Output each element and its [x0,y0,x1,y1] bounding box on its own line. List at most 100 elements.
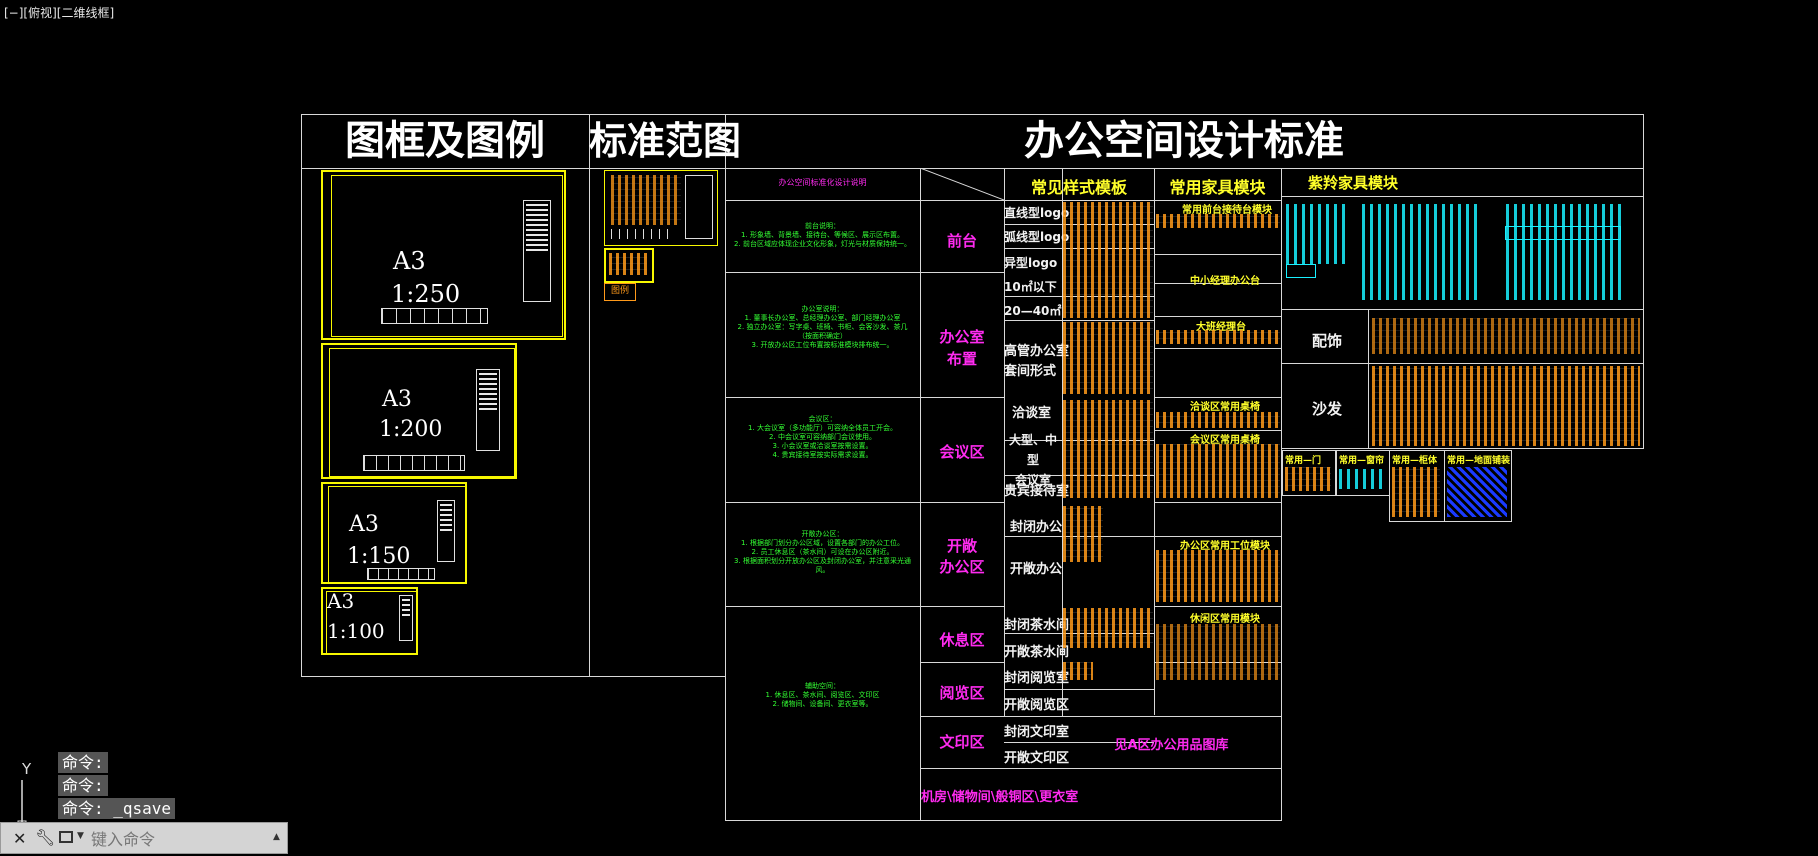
cat-rest[interactable]: 休息区 [939,631,985,649]
table-bottom [725,820,1281,821]
sub-m1[interactable]: 洽谈室 [1012,406,1052,421]
bottom-block-door[interactable]: 常用—门 [1282,450,1336,496]
sub-o1[interactable]: 10㎡以下 [1004,280,1057,294]
cat-open[interactable]: 开敞 办公区 [939,537,985,576]
wrench-icon[interactable]: 🔧︎ [35,828,56,847]
sub-p1[interactable]: 封闭办公 [1010,520,1063,535]
rec-blocks-b[interactable] [1362,204,1482,300]
rec-blocks-c[interactable] [1506,204,1622,300]
col-divider-1 [589,114,590,677]
rec-sofa-blocks[interactable] [1372,366,1640,446]
col-cat-end [1004,168,1005,717]
furn-meeting-label: 会议区常用桌椅 [1190,435,1260,446]
notes-title: 办公空间标准化设计说明 [778,178,867,187]
tpl-office-exec[interactable] [1063,322,1153,394]
sub-d1[interactable]: 封闭阅览室 [1004,671,1070,686]
sub-r1[interactable]: 直线型logo [1004,206,1070,220]
sheet-a3-200[interactable]: A3 1:200 [321,343,517,479]
sheet-scale: 1:200 [379,417,443,442]
cat-office[interactable]: 办公室 布置 [939,328,985,368]
tpl-reading[interactable] [1063,662,1093,680]
tpl-open[interactable] [1063,506,1103,562]
col-header-furniture: 常用家具模块 [1169,178,1266,197]
sub-s2[interactable]: 开敞茶水间 [1004,645,1070,660]
tpl-meeting[interactable] [1063,400,1153,498]
command-bar: ✕ 🔧︎ ▼ ▲ [0,822,288,854]
sub-m2[interactable]: 大型、中型 会议室 [1008,433,1057,487]
col-divider-2 [725,114,726,821]
sheet-scale: 1:250 [391,280,461,308]
sheet-a3-100[interactable]: A3 1:100 [321,587,418,655]
ucs-y-label: Y [22,760,32,778]
notes-other: 辅助空间： 1. 休息区、茶水间、阅览区、文印区 2. 储物间、设备间、更衣室等… [765,682,880,708]
col-header-recommended: 紫羚家具模块 [1308,174,1399,192]
legend-title: 图框及图例 [345,118,545,164]
cat-misc[interactable]: 机房\储物间\般铜区\更衣室 [921,790,1079,805]
frame-left [301,114,302,677]
cat-reception[interactable]: 前台 [946,232,977,250]
bottom-block-cabinet[interactable]: 常用—柜体 [1389,450,1445,522]
sub-r3[interactable]: 异型logo [1004,256,1058,270]
col-tpl-end [1154,168,1155,715]
furn-office-blocks[interactable] [1156,330,1280,344]
rec-blocks-a[interactable] [1286,204,1350,264]
standard-title: 办公空间设计标准 [1024,118,1344,164]
furn-station-label: 办公区常用工位模块 [1180,541,1270,552]
sub-s1[interactable]: 封闭茶水间 [1004,618,1070,633]
bottom-block-floor[interactable]: 常用—地面铺装 [1444,450,1512,522]
furn-reception-blocks[interactable] [1156,214,1280,228]
notes-office: 办公室说明： 1. 董事长办公室、总经理办公室、部门经理办公室 2. 独立办公室… [737,305,908,349]
furn-mid-office-label: 中小经理办公台 [1190,276,1260,287]
rec-sofa-label: 沙发 [1312,400,1343,418]
notes-meeting: 会议区： 1. 大会议室（多功能厅）可容纳全体员工开会。 2. 中会议室可容纳部… [748,415,897,459]
sub-o2[interactable]: 20—40㎡ [1004,304,1062,318]
furn-rest-label: 休闲区常用模块 [1190,614,1260,625]
command-prompt-icon[interactable] [59,831,73,843]
rec-decor-label: 配饰 [1312,332,1343,350]
rec-decor-blocks[interactable] [1372,318,1640,354]
sheet-a3-250[interactable]: A3 1:250 [321,170,566,340]
sheet-scale: 1:150 [347,544,411,569]
sub-r2[interactable]: 弧线型logo [1004,230,1070,244]
cat-reading[interactable]: 阅览区 [939,684,985,702]
sheet-size: A3 [393,247,426,275]
corner-diagonal [920,168,1004,200]
sub-f2[interactable]: 开敞文印区 [1004,751,1070,766]
frame-bottom-left [301,676,725,677]
chevron-down-icon[interactable]: ▼ [77,831,84,841]
cat-print[interactable]: 文印区 [939,733,985,751]
sheet-size: A3 [327,589,355,613]
tpl-office-small[interactable] [1063,272,1153,318]
furn-meeting-blocks[interactable] [1156,444,1280,498]
command-history-line-2: 命令: [58,775,108,796]
sub-m3[interactable]: 贵宾接待室 [1004,484,1070,499]
col-header-template: 常见样式模板 [1030,178,1127,197]
sub-o3[interactable]: 高管办公室 套间形式 [1004,344,1070,379]
furn-rest-blocks[interactable] [1156,624,1280,680]
furn-negotiation-blocks[interactable] [1156,412,1280,428]
tpl-reception[interactable] [1063,202,1153,272]
close-icon[interactable]: ✕ [13,829,27,848]
viewport-label[interactable]: [−][俯视][二维线框] [4,6,115,20]
col-furn-end [1281,168,1282,821]
sub-f1[interactable]: 封闭文印室 [1004,725,1070,740]
command-history-line-3: 命令: _qsave [58,798,176,819]
sub-p2[interactable]: 开敞办公 [1010,562,1063,577]
header-divider [301,168,1644,169]
sheet-size: A3 [349,512,379,537]
furn-negotiation-label: 洽谈区常用桌椅 [1190,402,1260,413]
command-input[interactable] [91,828,261,850]
bottom-block-curtain[interactable]: 常用—窗帘 [1336,450,1390,496]
range-plan-thumb[interactable] [604,170,718,246]
sheet-a3-150[interactable]: A3 1:150 [321,482,467,584]
furn-big-office-label: 大班经理台 [1196,322,1246,333]
frame-right-top [1643,114,1644,168]
furn-station-blocks[interactable] [1156,550,1280,602]
cat-meeting[interactable]: 会议区 [939,443,985,461]
tpl-rest[interactable] [1063,608,1153,648]
chevron-up-icon[interactable]: ▲ [273,832,280,842]
sub-d2[interactable]: 开敞阅览区 [1004,698,1070,713]
sheet-scale: 1:100 [327,619,385,643]
range-title: 标准范图 [589,119,742,163]
range-small-thumb[interactable] [604,248,654,283]
